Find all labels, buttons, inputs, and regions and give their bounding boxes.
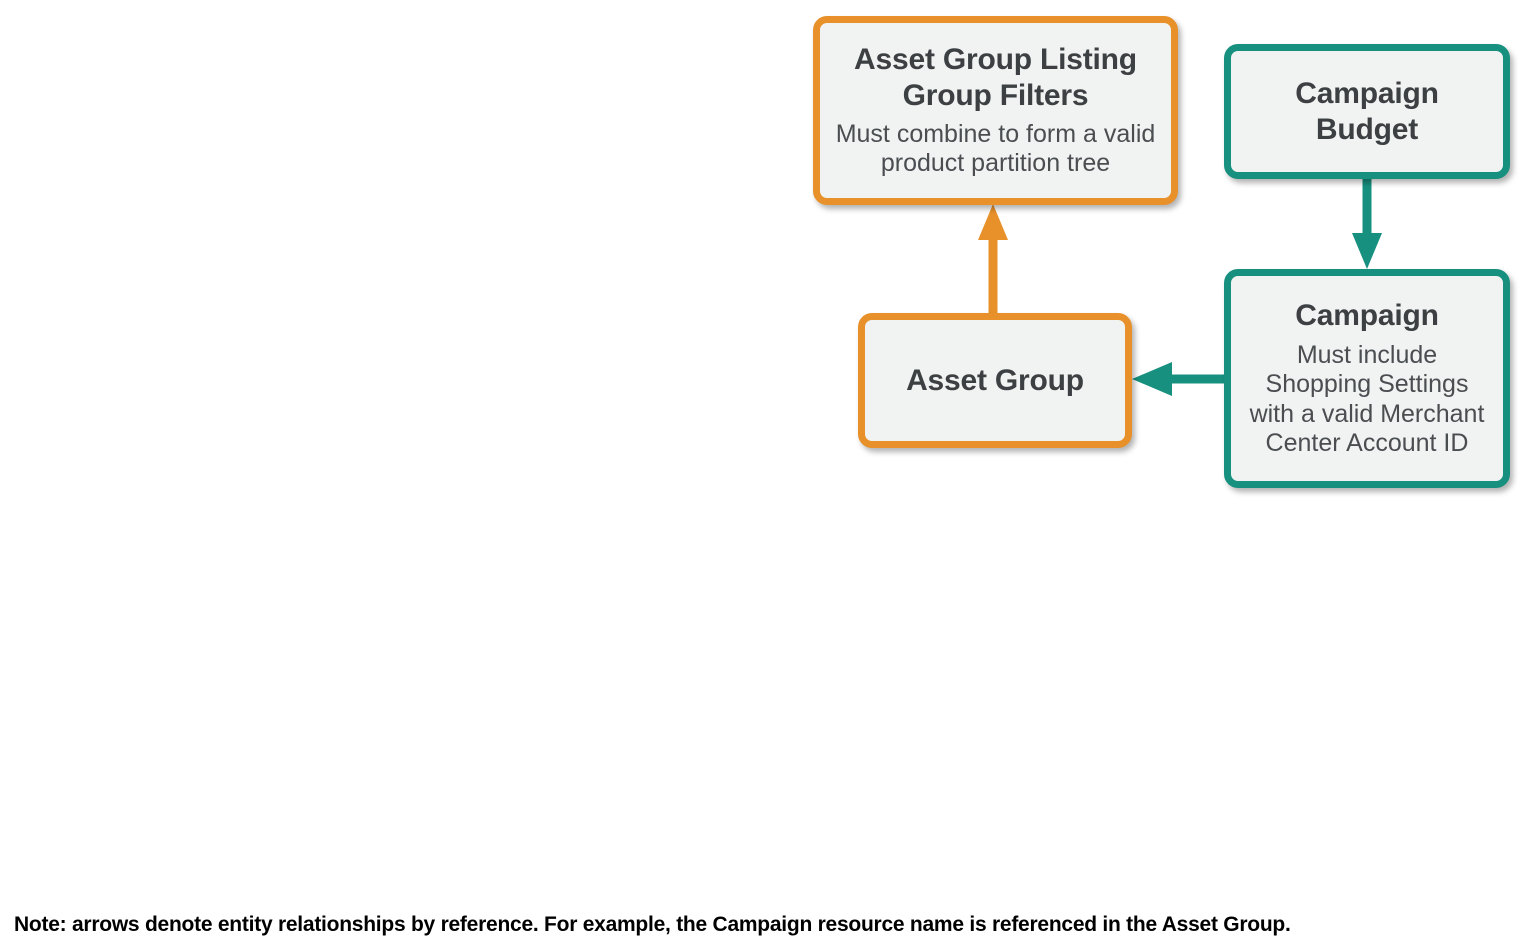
arrowhead-left-teal bbox=[1132, 362, 1172, 396]
diagram-note: Note: arrows denote entity relationships… bbox=[14, 913, 1291, 936]
node-title: Asset Group bbox=[906, 363, 1084, 397]
arrowhead-down-teal bbox=[1352, 233, 1382, 269]
edge-campaign-to-asset-group bbox=[1132, 362, 1224, 396]
node-campaign[interactable]: Campaign Must include Shopping Settings … bbox=[1224, 269, 1510, 488]
node-title: Campaign Budget bbox=[1295, 77, 1439, 146]
node-title: Campaign bbox=[1295, 299, 1439, 333]
node-asset-group-listing-group-filters[interactable]: Asset Group Listing Group Filters Must c… bbox=[813, 16, 1178, 205]
edge-budget-to-campaign bbox=[1352, 179, 1382, 269]
node-title: Asset Group Listing Group Filters bbox=[854, 43, 1137, 112]
node-subtitle: Must combine to form a valid product par… bbox=[835, 119, 1156, 178]
node-subtitle: Must include Shopping Settings with a va… bbox=[1249, 340, 1485, 458]
node-asset-group[interactable]: Asset Group bbox=[858, 313, 1132, 448]
arrowhead-up-orange bbox=[978, 204, 1008, 240]
node-campaign-budget[interactable]: Campaign Budget bbox=[1224, 44, 1510, 179]
edge-asset-group-to-filters bbox=[978, 204, 1008, 313]
